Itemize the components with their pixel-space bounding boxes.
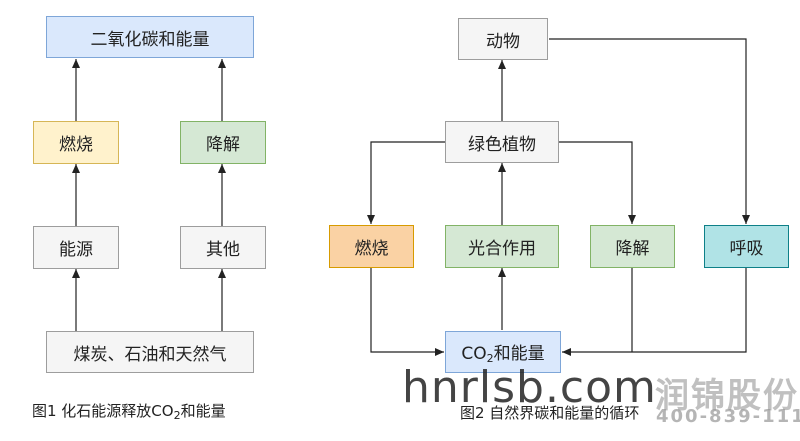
fig2-burning-box: 燃烧 [329,225,414,268]
fig1-co2-energy-box: 二氧化碳和能量 [46,16,254,58]
fig1-burning-label: 燃烧 [59,135,93,155]
fig1-co2-energy-label: 二氧化碳和能量 [90,29,210,50]
fig1-energy-source-box: 能源 [33,226,119,269]
fig1-other-label: 其他 [206,240,240,260]
arrow-plants-to-decomp [559,141,636,224]
fig2-burning-label: 燃烧 [354,239,389,259]
fig2-respiration-label: 呼吸 [729,239,764,259]
fig1-caption: 图1 化石能源释放CO2和能量 [32,402,226,422]
fig2-green-plants-label: 绿色植物 [468,134,536,155]
fig2-respiration-box: 呼吸 [704,225,789,268]
arrow-animals-to-respiration [549,38,750,224]
fig2-decomposition-box: 降解 [590,225,675,268]
fig2-animals-box: 动物 [458,18,548,60]
watermark-phone: 400-839-1110 [656,406,800,427]
watermark-brand: 润锦股份 [655,376,799,416]
arrow-plants-to-burning [367,141,445,224]
fig1-decomposition-label: 降解 [206,135,240,155]
fig1-burning-box: 燃烧 [33,121,119,164]
fig2-animals-label: 动物 [486,31,520,52]
fig2-co2-energy-label: CO2和能量 [461,344,545,365]
fig1-other-box: 其他 [180,226,266,269]
fig1-energy-source-label: 能源 [59,240,93,260]
arrow-burning-to-co2 [370,268,444,356]
watermark-site: hnrlsb.com [402,362,657,413]
fig2-photosynthesis-box: 光合作用 [445,225,559,268]
fig2-caption: 图2 自然界碳和能量的循环 [460,404,640,422]
arrow-respiration-to-co2 [562,268,747,356]
fig2-green-plants-box: 绿色植物 [445,121,559,163]
fig1-fossil-label: 煤炭、石油和天然气 [73,344,227,365]
fig2-photosynthesis-label: 光合作用 [468,239,536,259]
fig1-fossil-box: 煤炭、石油和天然气 [46,331,254,373]
fig2-decomposition-label: 降解 [615,239,650,259]
fig1-decomposition-box: 降解 [180,121,266,164]
fig2-co2-energy-box: CO2和能量 [445,331,561,373]
